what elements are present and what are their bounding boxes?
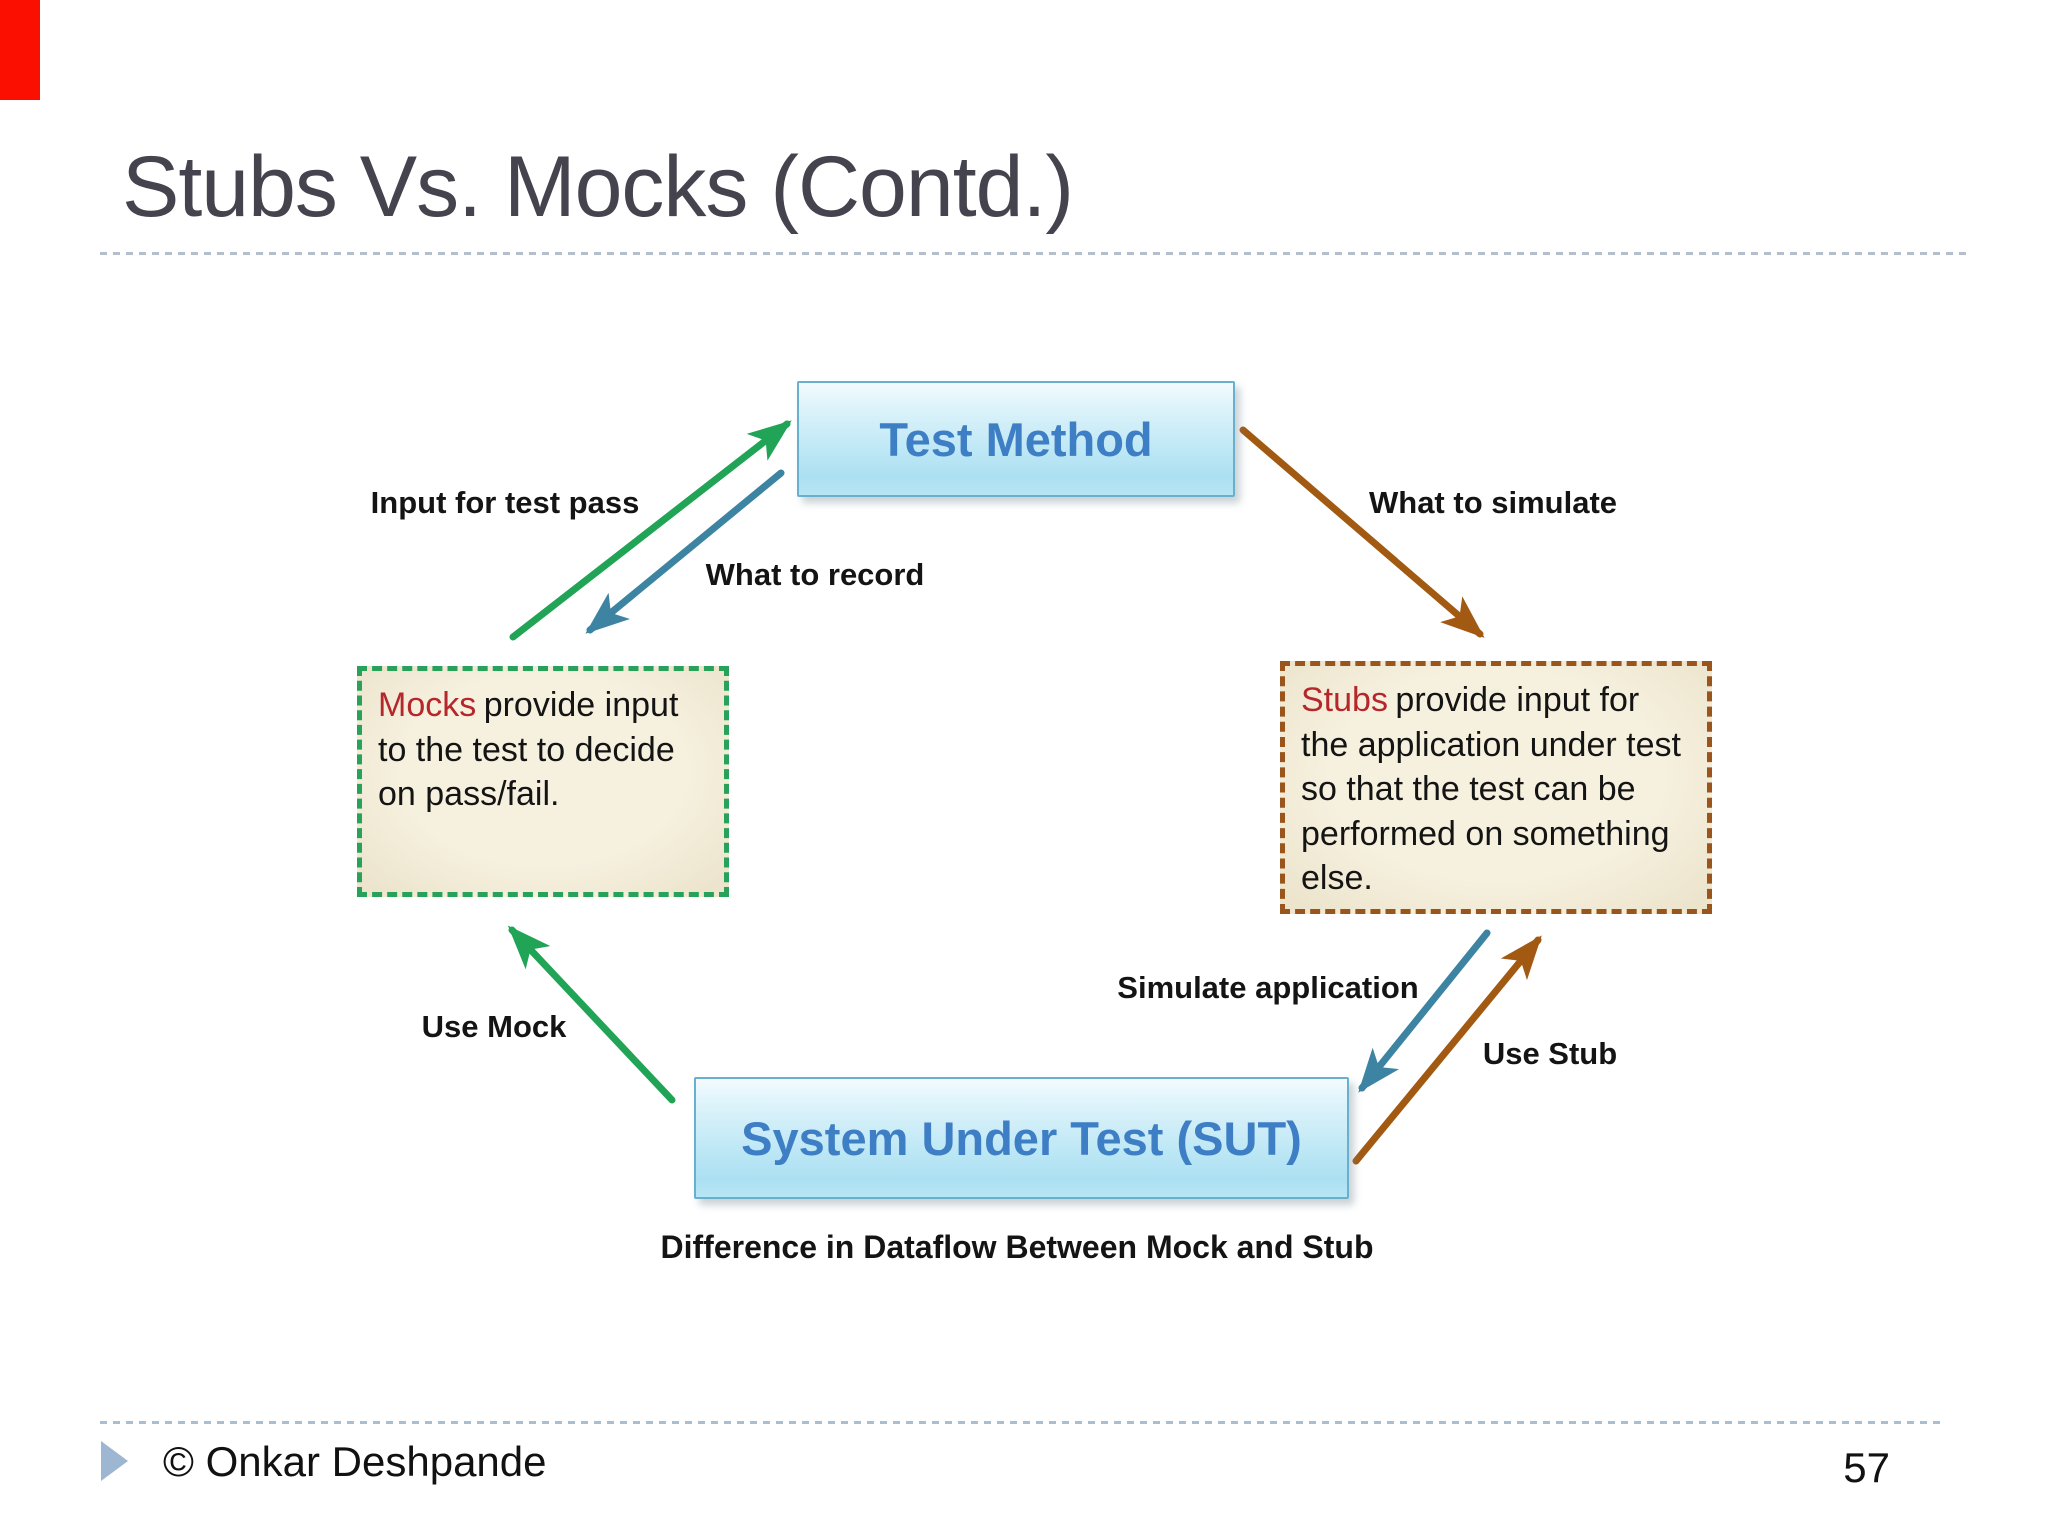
footer-copyright: © Onkar Deshpande bbox=[163, 1438, 547, 1485]
footer-divider bbox=[100, 1421, 1945, 1424]
label-use-mock: Use Mock bbox=[421, 1009, 567, 1044]
mocks-keyword: Mocks bbox=[378, 686, 477, 724]
label-input-for-test-pass: Input for test pass bbox=[370, 485, 640, 520]
arrow-what-to-simulate bbox=[1239, 426, 1485, 638]
arrow-use-mock bbox=[507, 925, 676, 1104]
red-accent-bar bbox=[0, 0, 40, 100]
title-divider bbox=[100, 252, 1972, 255]
node-test-method: Test Method bbox=[797, 381, 1235, 497]
node-test-method-label: Test Method bbox=[879, 412, 1153, 466]
arrow-simulate-application bbox=[1358, 929, 1491, 1093]
mocks-text: provide input to the test to decide on p… bbox=[378, 686, 679, 814]
page-number: 57 bbox=[1843, 1444, 1890, 1491]
arrow-input-for-test-pass bbox=[509, 420, 792, 641]
label-what-to-simulate: What to simulate bbox=[1368, 485, 1618, 520]
stubs-keyword: Stubs bbox=[1301, 681, 1388, 719]
arrow-what-to-record bbox=[585, 469, 785, 634]
node-system-under-test: System Under Test (SUT) bbox=[694, 1077, 1349, 1199]
label-use-stub: Use Stub bbox=[1482, 1036, 1618, 1071]
label-simulate-application: Simulate application bbox=[1117, 970, 1419, 1005]
footer-bullet-triangle-icon bbox=[101, 1441, 128, 1481]
arrow-use-stub bbox=[1352, 935, 1542, 1165]
label-what-to-record: What to record bbox=[705, 557, 925, 592]
stubs-text: provide input for the application under … bbox=[1301, 681, 1681, 898]
page-title: Stubs Vs. Mocks (Contd.) bbox=[122, 139, 1074, 235]
diagram-caption: Difference in Dataflow Between Mock and … bbox=[660, 1229, 1374, 1265]
node-sut-label: System Under Test (SUT) bbox=[741, 1111, 1302, 1165]
